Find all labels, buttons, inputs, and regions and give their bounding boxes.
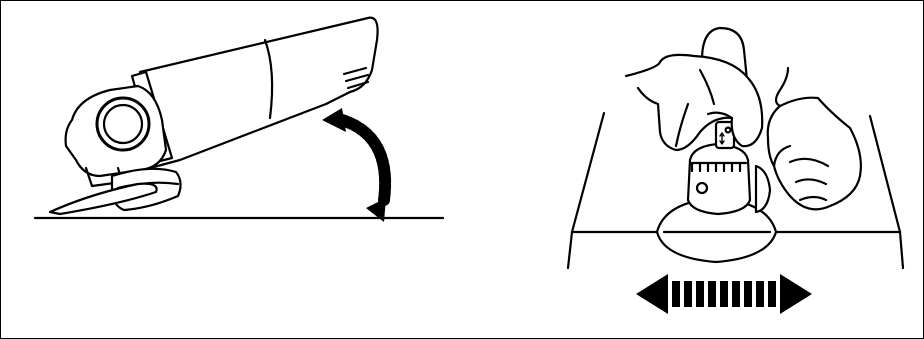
double-headed-arrow bbox=[636, 274, 812, 314]
angle-grinder-side bbox=[66, 18, 378, 210]
right-panel bbox=[568, 28, 903, 314]
curved-tilt-arrow bbox=[322, 108, 386, 222]
left-hand bbox=[626, 28, 762, 150]
left-panel bbox=[35, 18, 443, 222]
right-hand bbox=[768, 68, 861, 209]
